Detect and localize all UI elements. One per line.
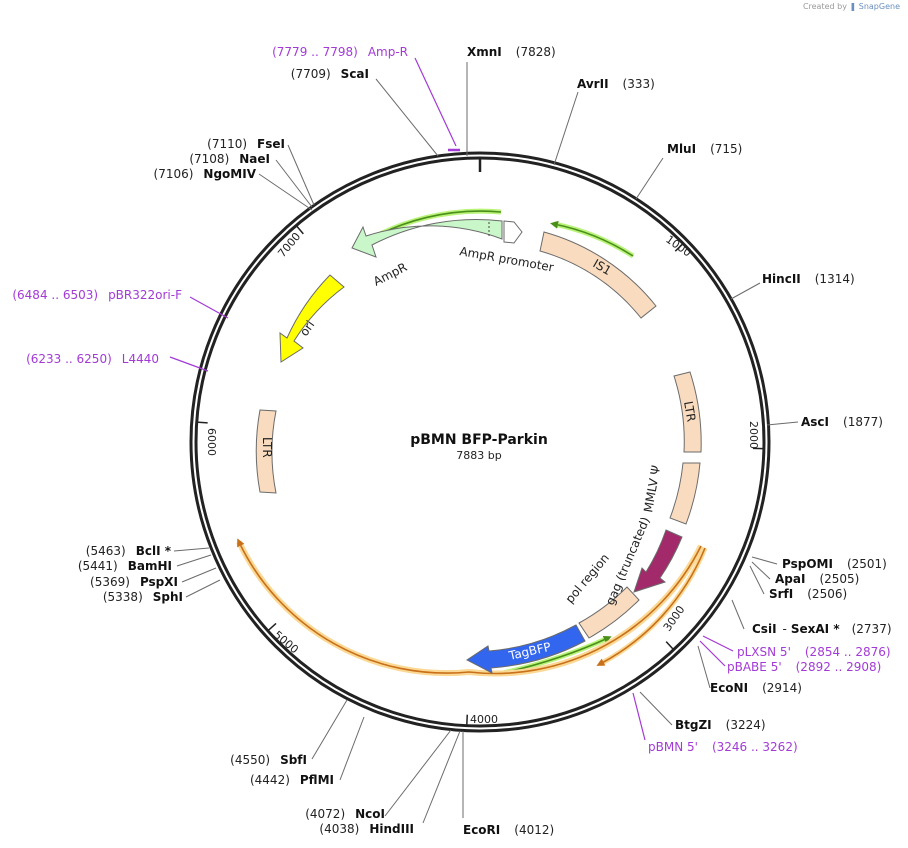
site-avrii[interactable]: AvrII(333) bbox=[577, 77, 655, 91]
site-mlui[interactable]: MluI(715) bbox=[667, 142, 742, 156]
site-ncoi[interactable]: (4072)NcoI bbox=[305, 807, 385, 821]
feature-tagbfp[interactable] bbox=[466, 624, 586, 674]
tick-label: 4000 bbox=[470, 713, 498, 726]
feature-label-ampr: AmpR bbox=[371, 260, 409, 289]
site-btgzi[interactable]: BtgZI(3224) bbox=[675, 718, 766, 732]
site-asci[interactable]: AscI(1877) bbox=[801, 415, 883, 429]
plasmid-name: pBMN BFP-Parkin bbox=[410, 432, 548, 448]
site-labels: XmnI(7828) AvrII(333) MluI(715) HincII(1… bbox=[78, 45, 892, 837]
tick-label: 2000 bbox=[747, 421, 760, 449]
feature-mmlv-psi[interactable] bbox=[669, 462, 701, 525]
feature-is1[interactable] bbox=[539, 231, 657, 319]
site-naei[interactable]: (7108)NaeI bbox=[189, 152, 270, 166]
tick-label: 3000 bbox=[661, 603, 688, 633]
site-xmni[interactable]: XmnI(7828) bbox=[467, 45, 556, 59]
tick-mark bbox=[665, 641, 675, 651]
feature-pol-region[interactable] bbox=[578, 586, 640, 639]
primer-pbr322ori-f[interactable]: (6484 .. 6503)pBR322ori-F bbox=[12, 288, 182, 302]
tick-mark bbox=[267, 622, 277, 632]
tick-mark bbox=[674, 242, 684, 252]
snapgene-credit: Created by ❚ SnapGene bbox=[803, 2, 900, 11]
feature-label-mmlv-psi: MMLV Ψ bbox=[641, 464, 663, 513]
backbone-outer-ring bbox=[189, 151, 771, 733]
feature-label-ltr-left: LTR bbox=[260, 437, 274, 458]
primer-pbmn-5[interactable]: pBMN 5'(3246 .. 3262) bbox=[648, 740, 798, 754]
tick-label: 5000 bbox=[271, 628, 301, 656]
feature-ltr-right[interactable] bbox=[673, 371, 702, 453]
primer-amp-r[interactable]: (7779 .. 7798)Amp-R bbox=[272, 45, 408, 59]
site-leader-lines bbox=[173, 62, 799, 824]
feature-gag-truncated[interactable] bbox=[633, 529, 683, 593]
tick-marks bbox=[196, 224, 764, 726]
feature-ori[interactable] bbox=[279, 274, 345, 363]
site-bamhi[interactable]: (5441)BamHI bbox=[78, 559, 172, 573]
site-ngomiv[interactable]: (7106)NgoMIV bbox=[154, 167, 257, 181]
site-sbfi[interactable]: (4550)SbfI bbox=[230, 753, 307, 767]
site-hincii[interactable]: HincII(1314) bbox=[762, 272, 855, 286]
site-pflmi[interactable]: (4442)PflMI bbox=[250, 773, 334, 787]
site-ecori[interactable]: EcoRI(4012) bbox=[463, 823, 554, 837]
site-srfi[interactable]: SrfI(2506) bbox=[769, 587, 847, 601]
site-csii-sexai[interactable]: CsiI-SexAI *(2737) bbox=[752, 622, 892, 636]
credit-brand: SnapGene bbox=[858, 2, 900, 11]
tick-mark bbox=[466, 714, 469, 726]
site-apai[interactable]: ApaI(2505) bbox=[775, 572, 859, 586]
primer-plxsn-5[interactable]: pLXSN 5'(2854 .. 2876) bbox=[737, 645, 891, 659]
tick-mark bbox=[196, 421, 208, 424]
site-sphi[interactable]: (5338)SphI bbox=[103, 590, 183, 604]
tick-label: 6000 bbox=[205, 428, 218, 456]
primer-leader-lines bbox=[169, 57, 734, 741]
insert-strand-arrow-core bbox=[237, 538, 702, 675]
is1-strand-arrow-core bbox=[550, 220, 634, 257]
primer-labels: (7779 .. 7798)Amp-R (6484 .. 6503)pBR322… bbox=[12, 45, 890, 754]
feature-ampr[interactable] bbox=[351, 219, 503, 258]
site-fsei[interactable]: (7110)FseI bbox=[207, 137, 285, 151]
primer-l4440[interactable]: (6233 .. 6250)L4440 bbox=[26, 352, 159, 366]
site-pspomi[interactable]: PspOMI(2501) bbox=[782, 557, 887, 571]
plasmid-size: 7883 bp bbox=[456, 449, 501, 462]
snapgene-logo-icon: ❚ bbox=[849, 2, 857, 11]
site-econi[interactable]: EcoNI(2914) bbox=[710, 681, 802, 695]
site-bcli[interactable]: (5463)BclI * bbox=[86, 544, 172, 558]
feature-ampr-promoter[interactable] bbox=[503, 220, 523, 244]
feature-label-ltr-right: LTR bbox=[681, 400, 698, 423]
feature-ltr-left[interactable] bbox=[255, 409, 277, 494]
site-pspxi[interactable]: (5369)PspXI bbox=[90, 575, 178, 589]
site-scai[interactable]: (7709)ScaI bbox=[291, 67, 369, 81]
credit-prefix: Created by bbox=[802, 2, 847, 11]
tick-mark bbox=[295, 224, 304, 235]
primer-pbabe-5[interactable]: pBABE 5'(2892 .. 2908) bbox=[727, 660, 881, 674]
site-hindiii[interactable]: (4038)HindIII bbox=[319, 822, 414, 836]
pol-strand-arrow-core bbox=[596, 547, 706, 666]
